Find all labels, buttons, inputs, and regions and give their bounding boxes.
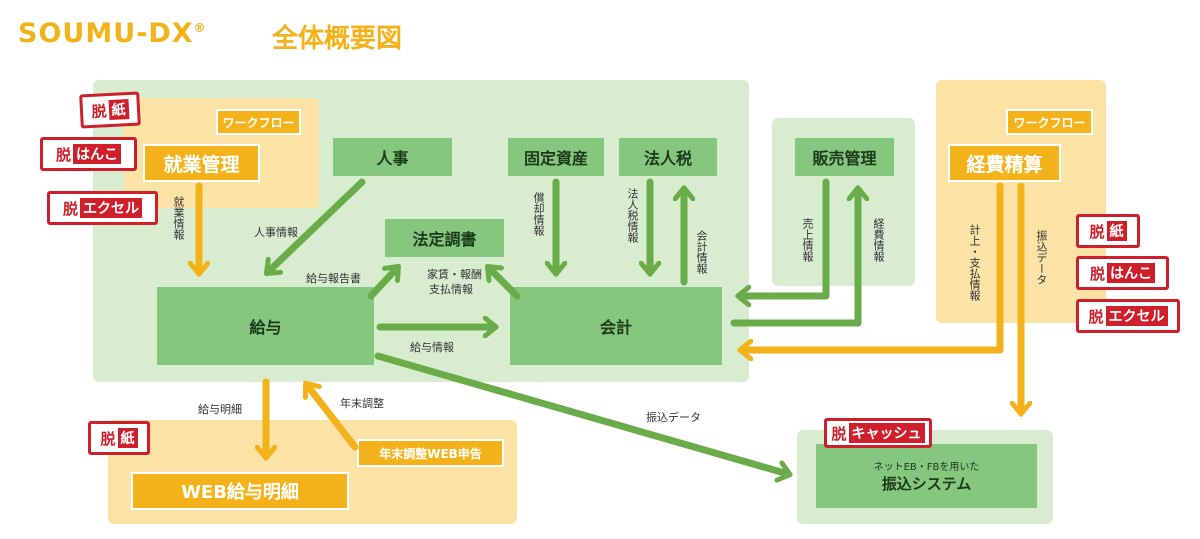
arrow-hanbai-to-kaikei	[740, 178, 830, 296]
stamp-datsu-hanko-1: 脱はんこ	[40, 137, 137, 171]
stamp-word: 紙	[1106, 221, 1127, 241]
logo: SOUMU-DX®	[18, 18, 207, 49]
label-kyuyo-joho: 給与情報	[410, 341, 454, 354]
stamp-word: はんこ	[1107, 263, 1155, 283]
stamp-datsu-hanko-2: 脱はんこ	[1076, 256, 1169, 290]
kyuyo-box: 給与	[157, 287, 374, 365]
logo-text: SOUMU-DX	[18, 18, 194, 49]
label-keijo-shiharai-joho: 計上・支払情報	[968, 224, 981, 301]
label-keihi-joho: 経費情報	[872, 218, 885, 262]
hotei-chosho-box: 法定調書	[385, 219, 504, 257]
arrow-nenmatsu-to-kyuyo	[307, 385, 359, 451]
keihi-seisan-box: 経費精算	[948, 144, 1061, 182]
stamp-word: エクセル	[1105, 306, 1168, 326]
label-nenmatsu-chosei: 年末調整	[340, 397, 384, 410]
hojinzei-box: 法人税	[619, 138, 717, 176]
hanbai-kanri-box: 販売管理	[795, 138, 894, 176]
label-shiharai-joho: 支払情報	[429, 283, 473, 296]
furikomi-title: 振込システム	[881, 475, 972, 493]
arrow-kyuyo-to-hotei	[367, 268, 397, 300]
stamp-word: 紙	[117, 428, 138, 448]
label-furikomi-data: 振込データ	[646, 411, 701, 424]
stamp-datsu-cash: 脱キャッシュ	[824, 418, 932, 448]
stamp-word: キャッシュ	[848, 423, 925, 443]
stamp-datsu-excel-1: 脱エクセル	[47, 191, 158, 225]
logo-registered-mark: ®	[193, 21, 207, 35]
arrow-jinji-to-kyuyo	[268, 178, 366, 272]
workflow-tag-left: ワークフロー	[216, 109, 301, 135]
arrow-keihi-to-kaikei	[742, 182, 1004, 350]
nenmatsu-web-tag: 年末調整WEB申告	[357, 439, 504, 467]
label-shugyo-joho: 就業情報	[172, 196, 185, 240]
stamp-datsu-kami-3: 脱紙	[88, 421, 150, 455]
web-kyuyo-meisai-box: WEB給与明細	[131, 472, 349, 510]
arrow-kaikei-to-hanbai	[730, 190, 858, 327]
workflow-tag-right: ワークフロー	[1006, 109, 1093, 135]
label-shokyaku-joho: 償却情報	[532, 192, 545, 236]
stamp-prefix: 脱	[1088, 307, 1104, 326]
page-title: 全体概要図	[272, 24, 403, 54]
label-kaikei-joho: 会計情報	[695, 230, 708, 274]
label-hojinzei-joho: 法人税情報	[626, 188, 639, 243]
label-kachin-hoshu: 家賃・報酬	[427, 268, 482, 281]
arrow-kyuyo-to-furikomi	[374, 352, 788, 474]
label-furikomi-data-vertical: 振込データ	[1035, 230, 1048, 285]
stamp-prefix: 脱	[100, 429, 116, 448]
shugyo-kanri-box: 就業管理	[143, 144, 260, 182]
label-kyuyo-hokokusho: 給与報告書	[306, 272, 361, 285]
kaikei-box: 会計	[510, 287, 722, 365]
label-jinji-joho: 人事情報	[254, 226, 298, 239]
stamp-datsu-excel-2: 脱エクセル	[1076, 299, 1180, 333]
kotei-shisan-box: 固定資産	[508, 138, 604, 176]
furikomi-system-box: ネットEB・FBを用いた 振込システム	[816, 444, 1037, 508]
label-uriage-joho: 売上情報	[801, 218, 814, 262]
stamp-word: はんこ	[73, 144, 121, 164]
jinji-box: 人事	[333, 138, 452, 176]
furikomi-sub: ネットEB・FBを用いた	[873, 462, 980, 473]
stamp-datsu-kami-2: 脱紙	[1076, 214, 1140, 248]
stamp-prefix: 脱	[55, 145, 71, 164]
stamp-word: エクセル	[80, 198, 142, 218]
stamp-prefix: 脱	[62, 199, 78, 218]
stamp-prefix: 脱	[1089, 222, 1105, 241]
label-kyuyo-meisai: 給与明細	[198, 403, 242, 416]
stamp-prefix: 脱	[831, 424, 847, 443]
stamp-prefix: 脱	[1089, 264, 1105, 283]
arrow-kaikei-to-hotei	[489, 268, 521, 300]
